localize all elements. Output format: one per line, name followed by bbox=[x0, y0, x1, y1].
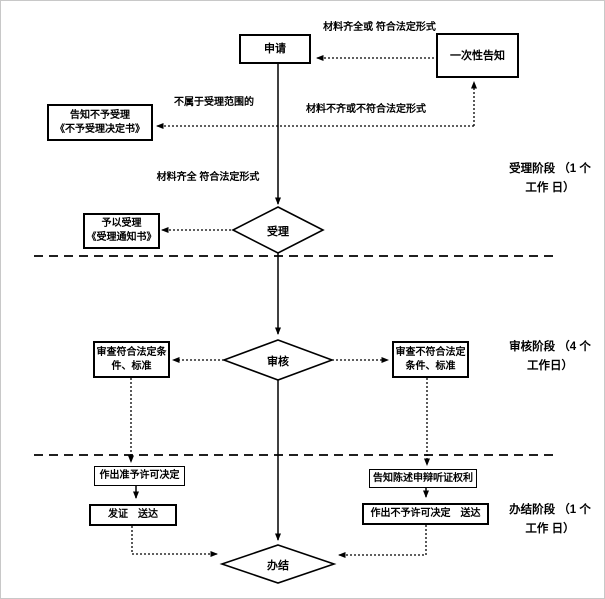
dotted-flow-lines bbox=[128, 55, 477, 558]
edge-label-complete-legal-line1: 材料齐全 bbox=[156, 172, 197, 183]
one-time-notice-label: 一次性告知 bbox=[450, 49, 505, 62]
stage3-line2: （1 个工作 bbox=[525, 504, 591, 535]
hearing-rights-label: 告知陈述申辩听证权利 bbox=[373, 472, 473, 484]
hearing-rights-box: 告知陈述申辩听证权利 bbox=[369, 469, 477, 488]
notice-rejection-line2: 《不予受理决定书》 bbox=[55, 123, 145, 135]
edge-label-complete-legal: 材料齐全 符合法定形式 bbox=[148, 171, 268, 184]
review-fail-box: 审查不符合法定 条件、标准 bbox=[392, 341, 469, 378]
edge-label-incomplete: 材料不齐或不符合法定形式 bbox=[306, 104, 426, 115]
solid-flow-lines bbox=[133, 64, 429, 541]
accept-notice-box: 予以受理 《受理通知书》 bbox=[83, 213, 160, 249]
stage2-line1: 审核阶段 bbox=[509, 341, 556, 353]
review-diamond-label: 审核 bbox=[267, 356, 289, 368]
edge-label-out-of-scope: 不属于受理范围的 bbox=[174, 97, 254, 108]
issue-deliver-box: 发证 送达 bbox=[89, 504, 177, 526]
stage1-line3: 日） bbox=[551, 182, 575, 194]
finish-diamond bbox=[219, 544, 337, 584]
stage2-label: 审核阶段 （4 个工作日） bbox=[504, 338, 596, 376]
deny-decision-box: 作出不予许可决定 送达 bbox=[362, 503, 489, 525]
deny-decision-label: 作出不予许可决定 送达 bbox=[370, 508, 481, 519]
notice-rejection-box: 告知不予受理 《不予受理决定书》 bbox=[47, 104, 153, 141]
review-fail-line2: 条件、标准 bbox=[405, 360, 456, 372]
decision-diamonds bbox=[219, 206, 337, 584]
review-diamond bbox=[221, 339, 335, 381]
edge-label-complete-legal-line2: 符合法定形式 bbox=[199, 172, 260, 183]
review-pass-line2: 件、标准 bbox=[111, 360, 152, 372]
notice-rejection-line1: 告知不予受理 bbox=[70, 109, 130, 121]
edge-label-complete-or-legal-line2: 符合法定形式 bbox=[375, 22, 436, 33]
edge-label-complete-or-legal: 材料齐全或 符合法定形式 bbox=[317, 21, 442, 34]
edge-label-complete-or-legal-line1: 材料齐全或 bbox=[323, 22, 374, 33]
one-time-notice-box: 一次性告知 bbox=[436, 33, 519, 78]
review-pass-box: 审查符合法定条 件、标准 bbox=[93, 341, 170, 378]
stage3-label: 办结阶段 （1 个工作 日） bbox=[507, 501, 593, 539]
stage2-line2: （4 个工作日） bbox=[527, 341, 591, 372]
stage-dividers bbox=[34, 255, 559, 456]
apply-label: 申请 bbox=[264, 43, 286, 55]
stage3-line3: 日） bbox=[551, 523, 575, 535]
apply-box: 申请 bbox=[239, 34, 311, 64]
stage1-line2: （1 个工作 bbox=[525, 163, 591, 194]
review-pass-line1: 审查符合法定条 bbox=[96, 346, 167, 358]
stage3-line1: 办结阶段 bbox=[509, 504, 556, 516]
accept-diamond bbox=[231, 206, 325, 254]
accept-notice-line1: 予以受理 bbox=[101, 218, 142, 229]
accept-diamond-label: 受理 bbox=[267, 226, 289, 238]
edge-deny-to-finish bbox=[338, 525, 427, 558]
stage1-label: 受理阶段 （1 个工作 日） bbox=[507, 160, 593, 198]
stage1-line1: 受理阶段 bbox=[509, 163, 556, 175]
accept-notice-line2: 《受理通知书》 bbox=[86, 232, 157, 243]
grant-decision-box: 作出准予许可决定 bbox=[94, 466, 185, 486]
issue-deliver-label: 发证 送达 bbox=[108, 509, 158, 520]
finish-diamond-label: 办结 bbox=[267, 560, 289, 572]
review-fail-line1: 审查不符合法定 bbox=[395, 346, 466, 358]
edge-issue-to-finish bbox=[131, 526, 218, 557]
grant-decision-label: 作出准予许可决定 bbox=[99, 470, 180, 481]
